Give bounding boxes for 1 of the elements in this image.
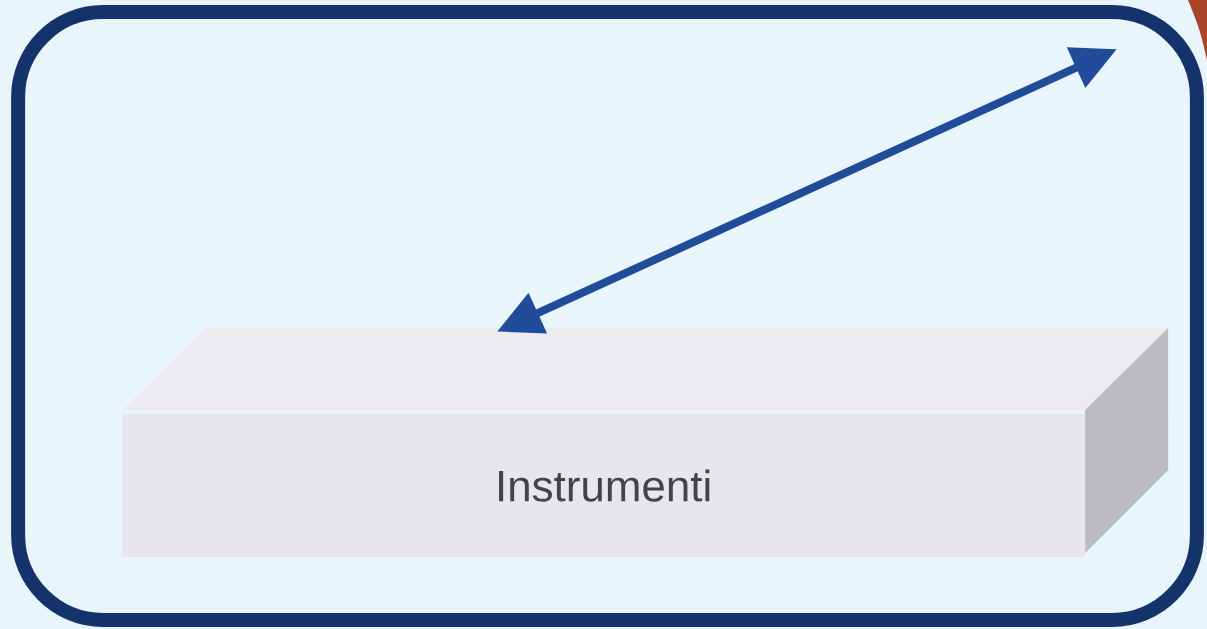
box-drawing: Instrumenti [122, 328, 1169, 558]
